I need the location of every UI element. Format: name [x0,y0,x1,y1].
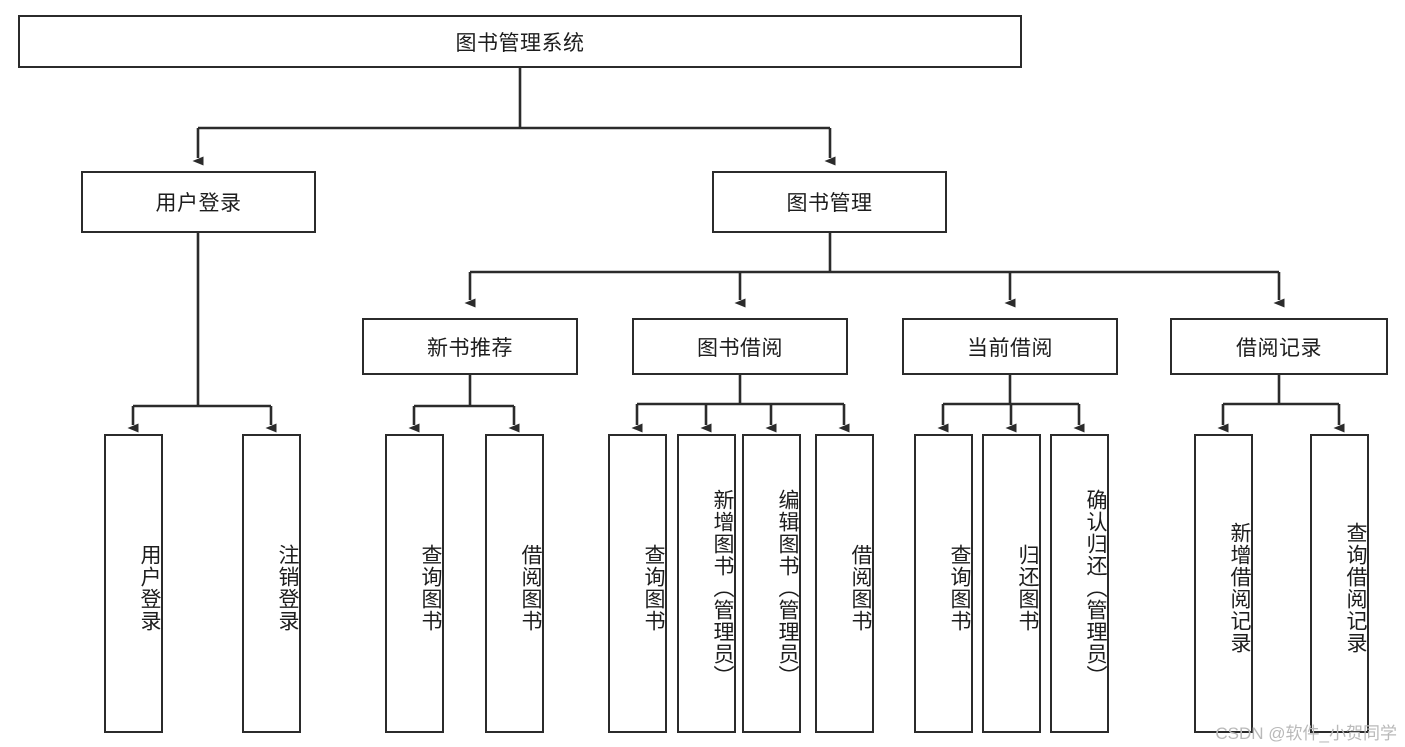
leaf-edit-book-admin[interactable]: 编辑图书（管理员） [742,434,801,733]
leaf-query-books-current[interactable]: 查询图书 [914,434,973,733]
csdn-watermark: CSDN @软件_小贺同学 [1215,724,1397,743]
node-borrow-records[interactable]: 借阅记录 [1170,318,1388,375]
node-label: 新增图书（管理员） [711,488,734,687]
node-label: 编辑图书（管理员） [776,488,799,687]
node-new-book-recommendation[interactable]: 新书推荐 [362,318,578,375]
node-label: 查询图书 [419,543,442,632]
leaf-return-books[interactable]: 归还图书 [982,434,1041,733]
node-label: 借阅记录 [1236,336,1322,360]
node-label: 图书管理 [786,192,873,215]
leaf-add-book-admin[interactable]: 新增图书（管理员） [677,434,736,733]
leaf-borrow-books[interactable]: 借阅图书 [815,434,874,733]
node-label: 当前借阅 [967,336,1053,360]
leaf-logout[interactable]: 注销登录 [242,434,301,733]
node-book-management[interactable]: 图书管理 [712,171,947,233]
leaf-user-login[interactable]: 用户登录 [104,434,163,733]
node-label: 用户登录 [138,543,161,632]
leaf-add-borrow-record[interactable]: 新增借阅记录 [1194,434,1253,733]
node-label: 归还图书 [1016,543,1039,632]
leaf-confirm-return-admin[interactable]: 确认归还（管理员） [1050,434,1109,733]
node-current-borrow[interactable]: 当前借阅 [902,318,1118,375]
node-label: 用户登录 [155,192,242,215]
node-label: 查询图书 [642,543,665,632]
node-label: 借阅图书 [519,543,542,632]
node-label: 图书借阅 [697,336,783,360]
leaf-borrow-books-recommendation[interactable]: 借阅图书 [485,434,544,733]
node-label: 确认归还（管理员） [1084,488,1107,687]
node-book-borrow[interactable]: 图书借阅 [632,318,848,375]
node-label: 注销登录 [276,543,299,632]
node-label: 查询图书 [948,543,971,632]
node-label: 借阅图书 [849,543,872,632]
leaf-query-books-recommendation[interactable]: 查询图书 [385,434,444,733]
node-root-system[interactable]: 图书管理系统 [18,15,1022,68]
leaf-query-borrow-record[interactable]: 查询借阅记录 [1310,434,1369,733]
node-label: 新书推荐 [427,336,513,360]
leaf-query-books-borrow[interactable]: 查询图书 [608,434,667,733]
node-user-login[interactable]: 用户登录 [81,171,316,233]
node-label: 查询借阅记录 [1344,521,1367,654]
node-label: 新增借阅记录 [1228,521,1251,654]
node-label: 图书管理系统 [455,31,585,55]
